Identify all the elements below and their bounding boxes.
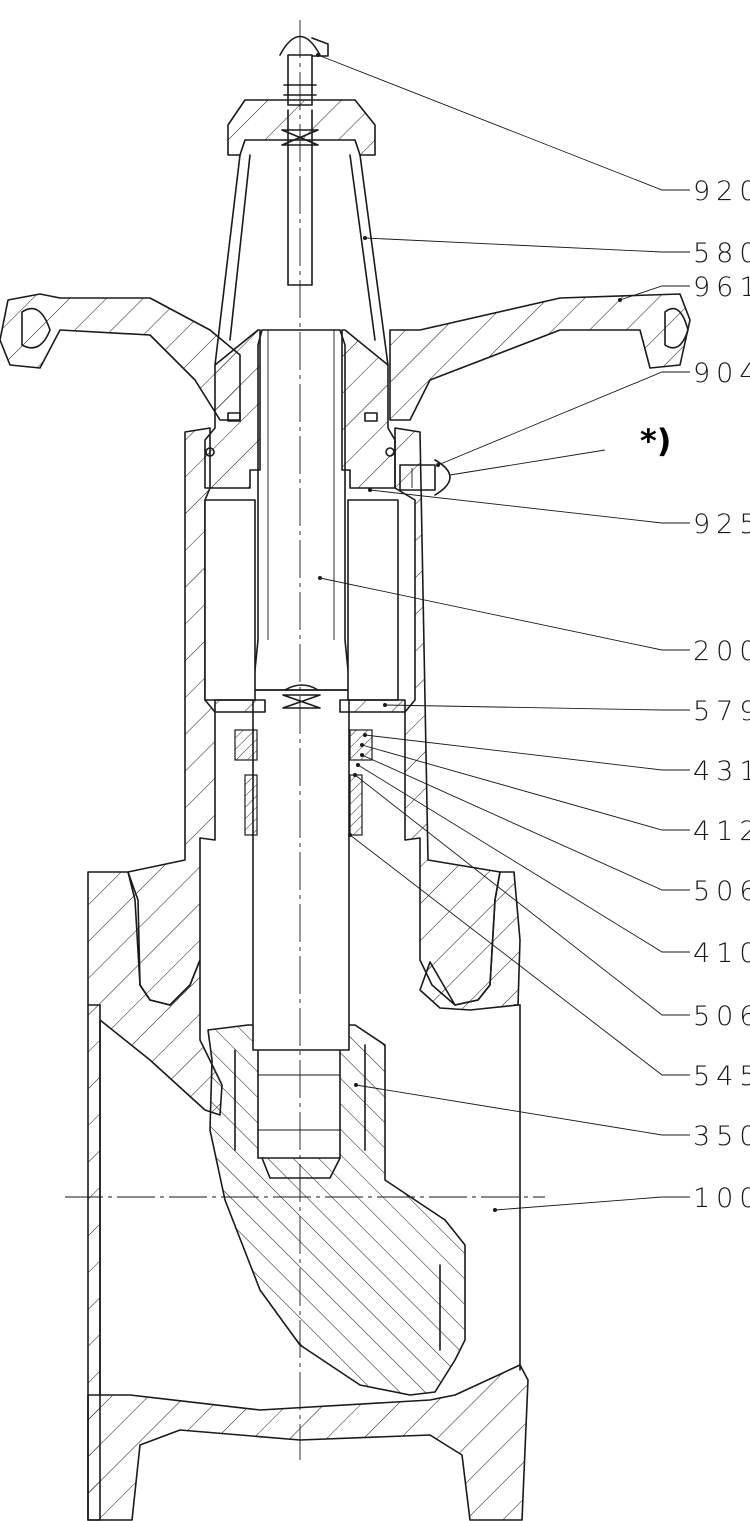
callout-412: 412: [693, 816, 750, 847]
callout-904: 904: [693, 358, 750, 389]
callout-961: 961: [693, 272, 750, 303]
callout-545: 545: [693, 1061, 750, 1092]
callout-920: 920: [693, 176, 750, 207]
leader-lines: [316, 53, 690, 1212]
callout-506-lower: 506: [693, 1001, 750, 1032]
valve-stem: [252, 329, 351, 1051]
callout-580: 580: [693, 238, 750, 269]
callout-350: 350: [693, 1121, 750, 1152]
gate-wedge: [207, 1024, 466, 1396]
callout-100: 100: [693, 1183, 750, 1214]
note-mark: *): [640, 422, 671, 460]
callout-431: 431: [693, 756, 750, 787]
side-plug: [399, 459, 451, 496]
callout-506-upper: 506: [693, 876, 750, 907]
stem-nut: [257, 1047, 341, 1159]
top-cap: [214, 35, 389, 366]
callout-200: 200: [693, 636, 750, 667]
center-lines: [65, 20, 545, 1460]
handwheel: [0, 293, 691, 421]
callout-579: 579: [693, 696, 750, 727]
callout-410: 410: [693, 938, 750, 969]
callout-labels: *) 920 580 961 904 925 200 579 431 412 5…: [640, 176, 750, 1214]
callout-925: 925: [693, 509, 750, 540]
valve-body: [87, 427, 529, 1521]
